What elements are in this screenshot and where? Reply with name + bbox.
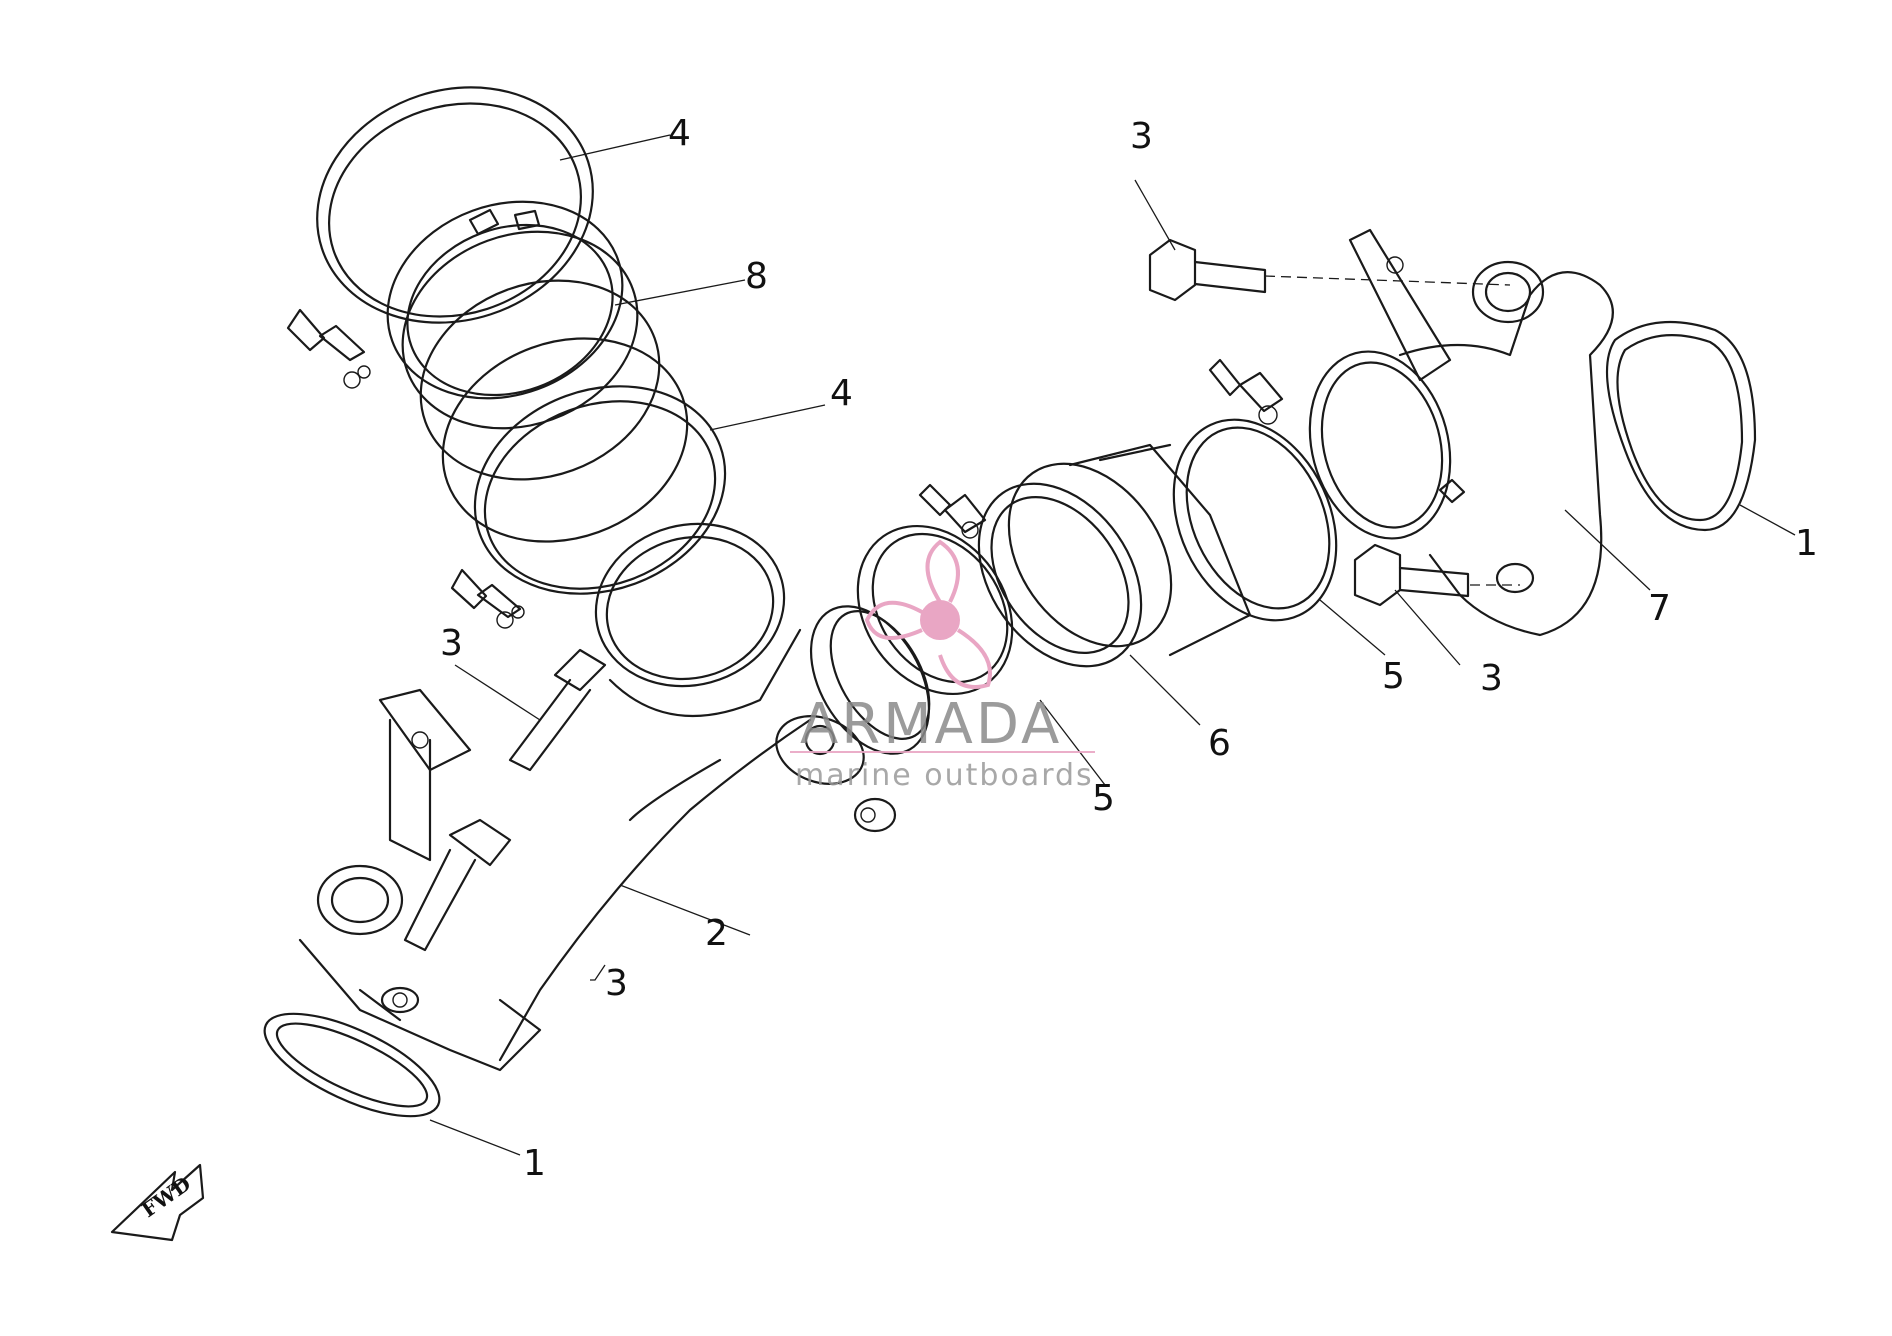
callout-3-right: 3 xyxy=(1480,658,1503,699)
callout-4-upper: 4 xyxy=(668,113,691,154)
hose-clamp-upper xyxy=(286,86,594,389)
middle-hose xyxy=(977,443,1252,668)
bolt-upper-1 xyxy=(1148,238,1267,302)
intake-manifold-upper xyxy=(1308,228,1614,637)
watermark: ARMADA marine outboards xyxy=(790,539,1095,793)
callout-5-left: 5 xyxy=(1092,778,1115,819)
propeller-logo-icon xyxy=(864,539,992,689)
gasket-upper xyxy=(1605,320,1757,532)
axis-upper-bolt xyxy=(1264,275,1511,286)
gasket-lower xyxy=(263,1012,441,1118)
callout-3-mid: 3 xyxy=(605,963,628,1004)
intake-elbow xyxy=(298,522,931,1072)
forward-arrow-icon: FWD xyxy=(110,1163,205,1242)
watermark-subtitle: marine outboards xyxy=(795,758,1094,793)
callout-1-upper: 1 xyxy=(1795,523,1818,564)
bolt-lower-2 xyxy=(403,818,512,952)
callout-5-right: 5 xyxy=(1382,656,1405,697)
callout-8: 8 xyxy=(745,256,768,297)
callout-2: 2 xyxy=(705,913,728,954)
callout-7: 7 xyxy=(1648,588,1671,629)
callout-3-top: 3 xyxy=(1130,116,1153,157)
bolt-upper-2 xyxy=(1353,543,1470,607)
hose-clamp-lower xyxy=(450,385,727,629)
leader-lines xyxy=(429,134,1796,1156)
callout-3-left: 3 xyxy=(440,623,463,664)
callout-1-lower: 1 xyxy=(523,1143,546,1184)
intake-hose xyxy=(386,200,689,543)
watermark-title: ARMADA xyxy=(800,692,1062,757)
callout-4-lower: 4 xyxy=(830,373,853,414)
callout-6: 6 xyxy=(1208,723,1231,764)
